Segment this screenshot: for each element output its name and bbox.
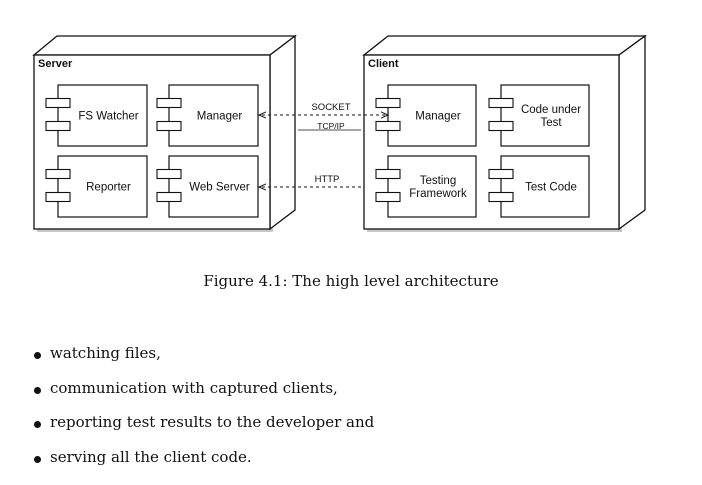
list-item-text: serving all the client code. [50, 447, 252, 466]
bullet-icon [34, 352, 41, 359]
list-item-text: reporting test results to the developer … [50, 413, 375, 431]
component-label: Reporter [86, 182, 131, 194]
socket-connection: SOCKET TCP/IP [259, 102, 388, 131]
server-component: Web Server [156, 155, 259, 218]
list-item: communication with captured clients, [34, 379, 374, 414]
component-lug-icon [488, 120, 514, 132]
list-item: serving all the client code. [34, 448, 374, 483]
component-label: FS Watcher [78, 111, 138, 123]
component-lug-icon [156, 97, 182, 109]
component-lug-icon [156, 191, 182, 203]
component-lug-icon [45, 191, 71, 203]
client-component: Manager [375, 84, 477, 147]
server-component: Manager [156, 84, 259, 147]
component-label: Manager [415, 111, 461, 123]
list-item-text: watching files, [50, 344, 161, 362]
client-title: Client [368, 58, 399, 70]
component-label: Manager [197, 111, 243, 123]
http-label: HTTP [315, 174, 340, 185]
bullet-icon [34, 455, 41, 463]
component-lug-icon [375, 97, 401, 109]
component-lug-icon [45, 120, 71, 132]
component-label: Testing [420, 175, 456, 187]
component-lug-icon [488, 191, 514, 203]
http-connection: HTTP [259, 174, 361, 187]
component-lug-icon [45, 168, 71, 180]
bullet-icon [34, 386, 41, 394]
component-lug-icon [156, 120, 182, 132]
bullet-list: watching files, communication with captu… [34, 344, 374, 482]
figure-caption: Figure 4.1: The high level architecture [203, 272, 499, 290]
server-component: FS Watcher [45, 84, 148, 147]
list-item: watching files, [34, 344, 374, 379]
component-label: Test [540, 117, 562, 129]
server-title: Server [38, 58, 73, 70]
list-item-text: communication with captured clients, [50, 378, 338, 397]
component-lug-icon [156, 168, 182, 180]
bullet-icon [34, 421, 41, 428]
component-lug-icon [488, 168, 514, 180]
tcp-ip-label: TCP/IP [317, 121, 345, 131]
component-lug-icon [375, 168, 401, 180]
component-lug-icon [45, 97, 71, 109]
component-lug-icon [488, 97, 514, 109]
socket-label: SOCKET [311, 102, 350, 113]
client-component: Test Code [488, 155, 590, 218]
component-lug-icon [375, 191, 401, 203]
component-lug-icon [375, 120, 401, 132]
component-label: Web Server [189, 182, 250, 194]
component-label: Code under [521, 104, 581, 116]
component-label: Framework [409, 188, 467, 200]
component-label: Test Code [525, 182, 577, 194]
list-item: reporting test results to the developer … [34, 413, 374, 448]
server-component: Reporter [45, 155, 148, 218]
